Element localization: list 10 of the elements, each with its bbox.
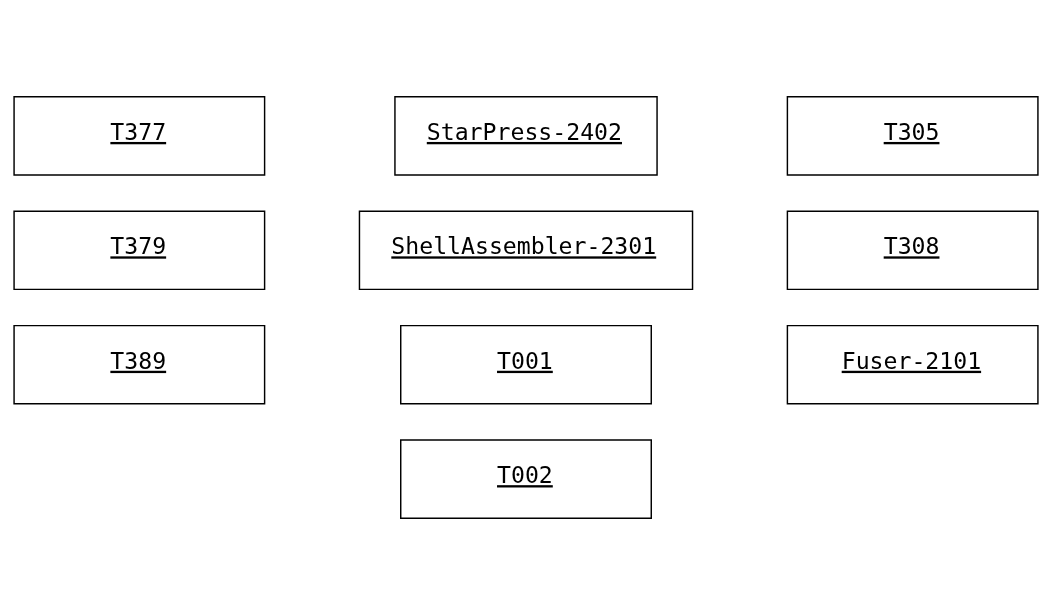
node-box: T308	[786, 210, 1039, 291]
node-box: T389	[13, 324, 266, 405]
node-box: T377	[13, 96, 266, 176]
node-box: Fuser-2101	[786, 324, 1039, 405]
node-box: T001	[400, 324, 652, 405]
node-box: ShellAssembler-2301	[358, 210, 694, 291]
node-box: T305	[786, 96, 1039, 176]
node-box: T379	[13, 210, 266, 291]
node-box: StarPress-2402	[394, 96, 658, 176]
node-box: T002	[400, 439, 652, 519]
